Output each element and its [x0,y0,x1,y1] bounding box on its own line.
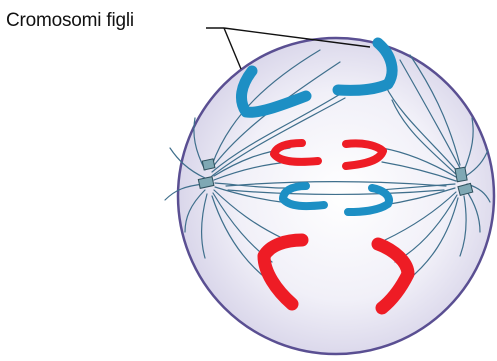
callout-label-daughter-chromosomes: Cromosomi figli [6,10,134,32]
